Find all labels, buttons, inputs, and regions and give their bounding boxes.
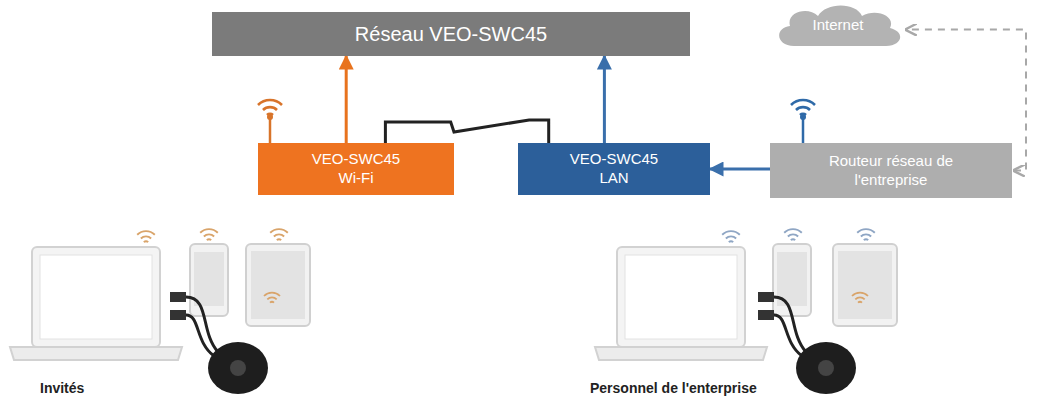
connector — [345, 56, 348, 143]
network-bar: Réseau VEO-SWC45 — [212, 12, 690, 56]
connector — [710, 168, 770, 171]
connector — [603, 56, 606, 143]
node-text: Internet — [813, 16, 864, 35]
group-label: Personnel de l'enterprise — [590, 380, 757, 396]
node-text: Réseau VEO-SWC45 — [355, 22, 547, 47]
node-text: Routeur réseau de l'entreprise — [811, 152, 971, 190]
lan-box: VEO-SWC45 LAN — [518, 143, 710, 195]
internet-cloud: Internet — [772, 2, 904, 48]
node-text: VEO-SWC45 Wi-Fi — [306, 150, 406, 188]
router-box: Routeur réseau de l'entreprise — [770, 143, 1012, 198]
group-label: Invités — [40, 380, 84, 396]
node-text: VEO-SWC45 LAN — [564, 150, 664, 188]
connector — [385, 120, 548, 143]
wifi-box: VEO-SWC45 Wi-Fi — [258, 143, 454, 195]
